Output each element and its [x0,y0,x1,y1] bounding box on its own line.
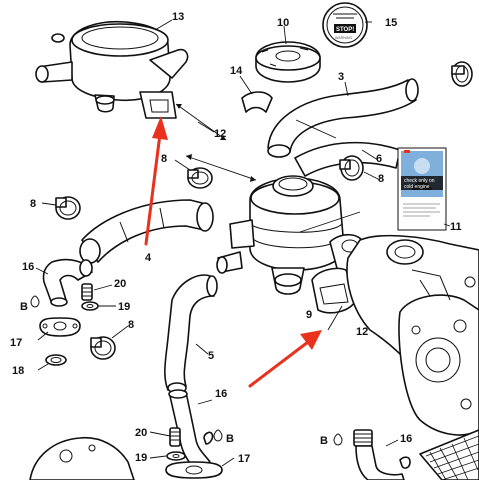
label-14: 14 [230,65,243,77]
coolant-hose-middle [79,199,214,264]
radiator-cap [255,41,321,83]
washer-left [81,301,99,311]
label-15: 15 [385,17,397,29]
red-callout-arrow-upper [144,116,168,246]
label-20-left: 20 [114,278,126,290]
label-8-lower: 8 [128,319,134,331]
expansion-tank [216,175,367,295]
decal-line2: cold engine [404,184,430,190]
long-lower-hose [164,274,218,394]
part-labels: 13 10 15 14 3 12 6 8 8 8 11 4 16 20 B 19… [10,11,462,465]
label-16-center: 16 [215,388,227,400]
curved-hose-bottom-right [353,429,411,480]
radiator-grille [419,429,479,480]
hose-clamp-lower-left [90,336,116,360]
housing-fragment-bottom-left [29,437,135,480]
drain-plug-bottom [203,431,214,445]
label-18: 18 [12,365,24,377]
label-13: 13 [172,11,184,23]
cap-warning-line1: STOP! [336,27,354,33]
label-5: 5 [208,350,214,362]
flange-left [39,317,81,337]
label-17-left: 17 [10,337,22,349]
hose-sleeve [241,91,273,113]
washer-bottom [166,451,186,461]
label-4: 4 [145,252,152,264]
decal-line1: check only on [404,178,435,184]
hose-clamp-top-right [451,61,473,87]
label-9: 9 [306,309,312,321]
upper-radiator-hose [267,78,419,158]
label-20-bottom: 20 [135,427,147,439]
flange-bottom [165,461,223,479]
label-b-left: B [20,301,28,313]
label-11: 11 [450,221,462,233]
label-b-bottom: B [226,433,234,445]
label-8-left: 8 [30,198,36,210]
hose-clamp-right [339,155,364,181]
drain-marker-right [333,433,343,446]
label-12-lower: 12 [356,326,368,338]
curved-hose-bottom [168,389,211,471]
label-19-left: 19 [118,301,130,313]
label-8-center: 8 [161,153,167,165]
bleed-screw-left [81,283,93,301]
label-10: 10 [277,17,289,29]
label-b-right: B [320,435,328,447]
cap-warning-sticker: STOP! WARNING [322,2,368,48]
label-16-left: 16 [22,261,34,273]
label-3: 3 [338,71,344,83]
label-16-right: 16 [400,433,412,445]
thermostat-housing [35,20,189,119]
red-callout-arrow-lower [248,330,322,388]
gasket-left [45,354,67,366]
cap-warning-line2: WARNING [335,36,352,40]
connection-arrows [175,103,361,233]
hose-clamp-left [55,196,81,220]
coolant-warning-decal: check only on cold engine [397,147,447,231]
label-12-upper: 12 [214,128,226,140]
label-8-right: 8 [378,173,384,185]
label-6: 6 [376,153,382,165]
label-17-bottom: 17 [238,453,250,465]
label-19-bottom: 19 [135,452,147,464]
leader-lines [35,19,451,467]
engine-block [346,234,479,436]
curved-hose-left [42,258,93,307]
drain-marker-bottom [213,429,223,442]
drain-marker-left [30,295,40,308]
hose-clamp-center [187,167,213,189]
bleed-screw-bottom [169,427,181,447]
